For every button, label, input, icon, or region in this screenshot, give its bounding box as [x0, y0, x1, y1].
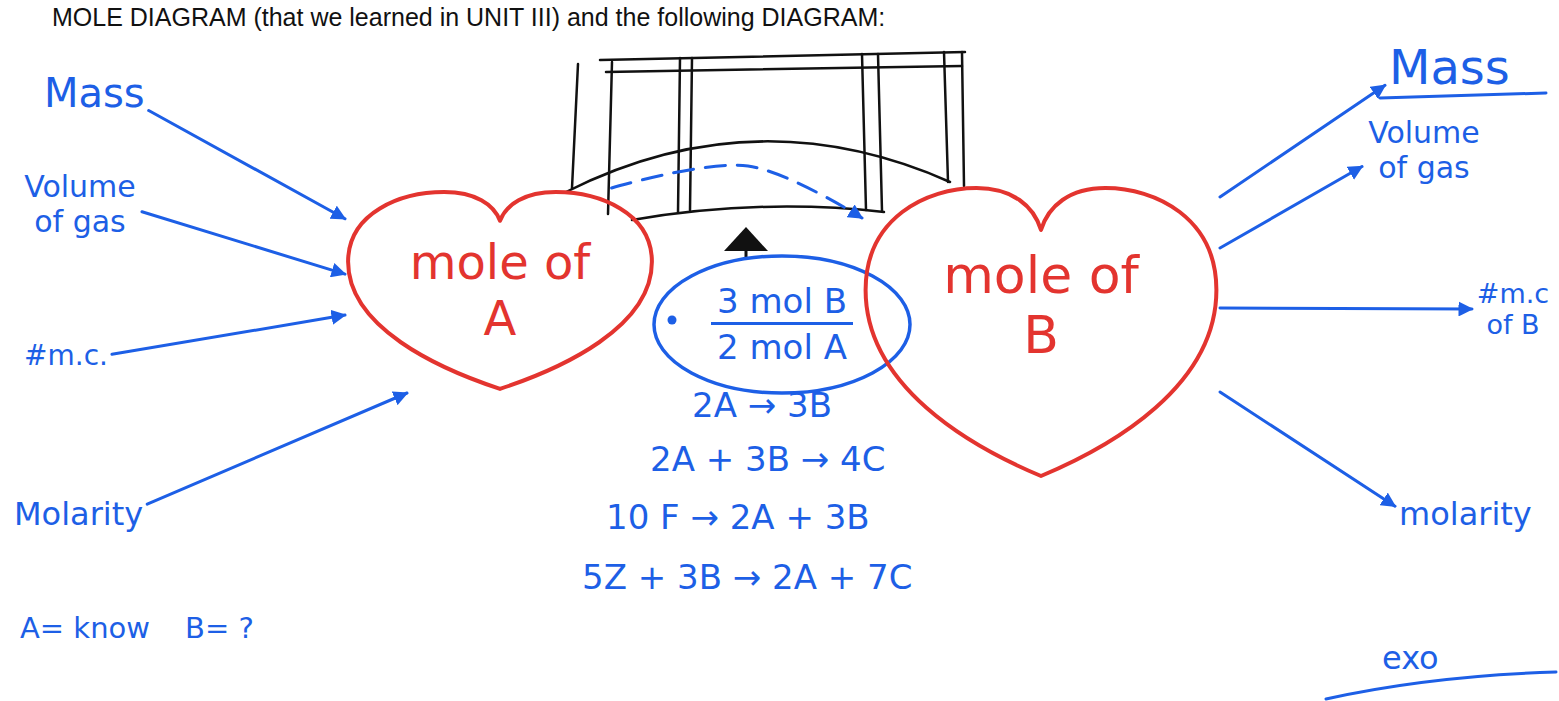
mole-heart: mole of A [345, 188, 655, 393]
node-text: #m.c of B [1476, 278, 1550, 340]
note: A= know [20, 612, 150, 645]
bridge-post [862, 54, 866, 210]
node-text: 2 mol A [711, 328, 853, 367]
flow-arrow [1220, 392, 1395, 506]
node-body: mole of A [400, 233, 600, 347]
quantity-label: molarity [1395, 494, 1536, 535]
hand-stroke [1326, 672, 1556, 699]
quantity-label: Volume of gas [1362, 114, 1486, 187]
heading-text: MOLE DIAGRAM (that we learned in UNIT II… [52, 3, 885, 32]
node-body: Mass [40, 68, 149, 118]
bridge-deck [632, 207, 884, 220]
heart-shape [866, 188, 1217, 476]
bullet-dot [668, 316, 677, 325]
node-text: 3 mol B [711, 282, 853, 324]
node-body: Volume of gas [1362, 114, 1486, 187]
pointer-triangle [724, 227, 768, 251]
bridge-post [962, 52, 964, 186]
flow-arrow [149, 111, 345, 219]
node-text: mole of A [404, 235, 596, 345]
bridge-post [944, 52, 948, 182]
flow-arrow [142, 212, 345, 274]
quantity-label: #m.c. [20, 338, 112, 374]
heart-shape [348, 192, 652, 389]
node-text: #m.c. [24, 340, 108, 372]
node-body: mole of B [929, 244, 1153, 368]
equation: 5Z + 3B → 2A + 7C [582, 558, 912, 597]
note: B= ? [185, 612, 254, 645]
mole-heart: mole of B [862, 182, 1220, 482]
node-text: molarity [1399, 496, 1532, 533]
bridge-drawing [566, 52, 965, 220]
bridge-post [572, 64, 578, 188]
quantity-label: Mass [40, 68, 149, 118]
node-text: Mass [1389, 40, 1510, 95]
bridge-post [878, 54, 882, 211]
flow-arrow [112, 315, 345, 354]
node-body: Molarity [10, 494, 147, 535]
note: exo [1382, 640, 1439, 677]
ellipse-outline [652, 254, 912, 395]
mole-ratio-ellipse: 3 mol B 2 mol A [652, 254, 912, 395]
node-text: Molarity [14, 496, 143, 533]
node-text: Volume of gas [1366, 116, 1482, 185]
flow-arrow [1220, 167, 1362, 248]
node-body: Volume of gas [18, 168, 142, 241]
node-text: mole of B [933, 246, 1149, 366]
bridge-rail [606, 66, 962, 72]
bridge-post [608, 62, 612, 214]
equation: 2A → 3B [692, 386, 832, 425]
quantity-label: #m.c of B [1472, 276, 1554, 342]
quantity-label: Molarity [10, 494, 147, 535]
equation: 2A + 3B → 4C [650, 440, 885, 479]
equation: 10 F → 2A + 3B [606, 498, 870, 537]
node-text: Volume of gas [22, 170, 138, 239]
quantity-label: Volume of gas [18, 168, 142, 241]
flow-arrow [147, 393, 407, 504]
node-body: #m.c of B [1472, 276, 1554, 342]
flow-arrow [1220, 85, 1385, 197]
node-text: Mass [44, 70, 145, 116]
quantity-label: Mass [1385, 38, 1514, 97]
flow-arrow [612, 165, 862, 218]
node-body: Mass [1385, 38, 1514, 97]
flow-arrow [1220, 308, 1472, 309]
bridge-rail [600, 52, 965, 60]
node-body: #m.c. [20, 338, 112, 374]
node-body: molarity [1395, 494, 1536, 535]
bridge-post [678, 58, 680, 212]
node-body: 3 mol B 2 mol A [707, 280, 857, 368]
bridge-post [690, 58, 692, 210]
